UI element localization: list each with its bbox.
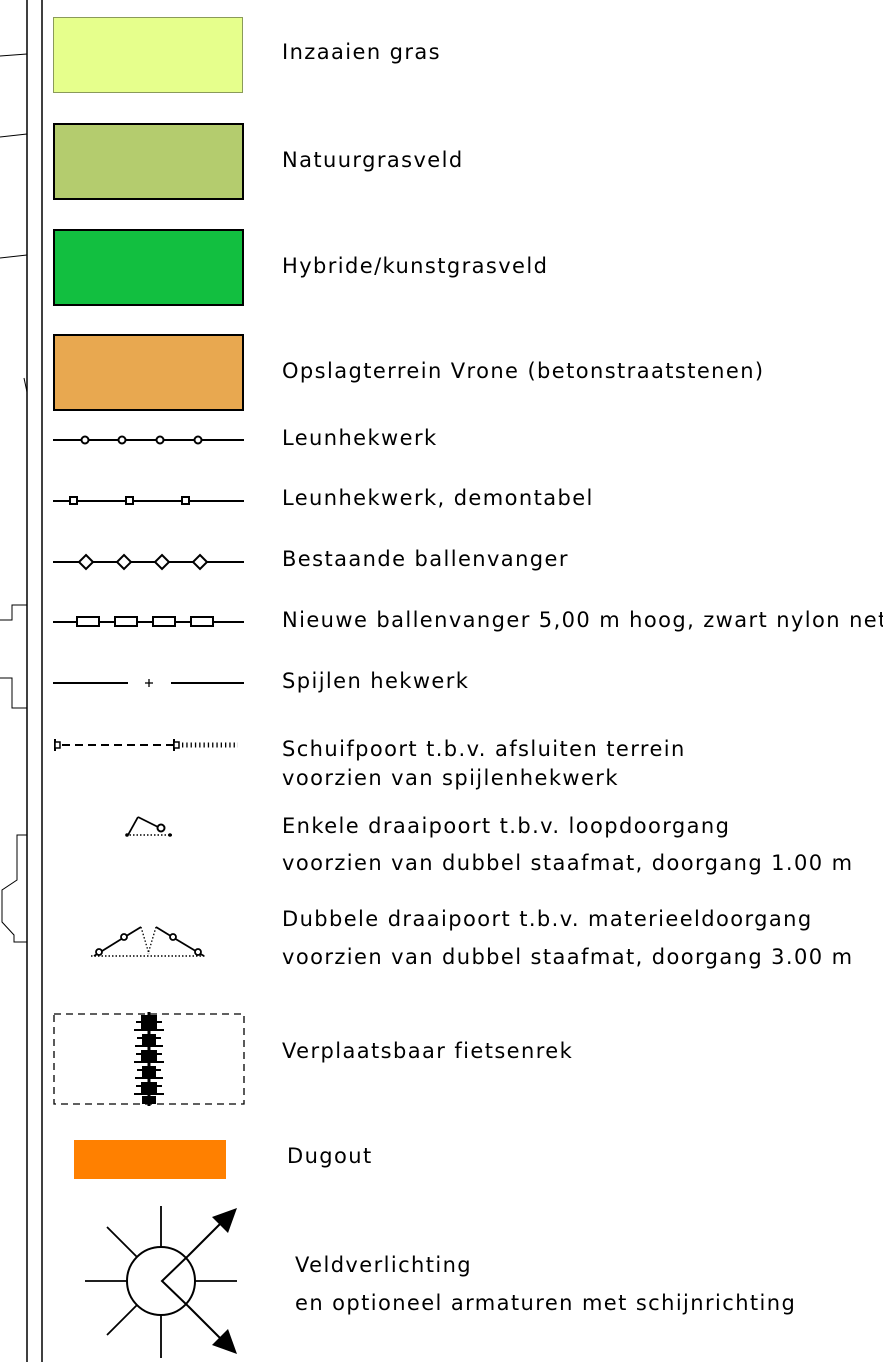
site-plan-fragment: [0, 53, 28, 943]
label-veldverlichting-line1: Veldverlichting: [295, 1253, 473, 1277]
label-leunhekwerk-demontabel: Leunhekwerk, demontabel: [282, 486, 594, 510]
schuifpoort-symbol: [54, 739, 238, 751]
label-inzaaien-gras: Inzaaien gras: [282, 40, 441, 64]
label-schuifpoort-line1: Schuifpoort t.b.v. afsluiten terrein: [282, 737, 686, 761]
label-enkele-draaipoort-line2: voorzien van dubbel staafmat, doorgang 1…: [282, 851, 854, 875]
label-natuurgrasveld: Natuurgrasveld: [282, 148, 464, 172]
swatch-natuurgrasveld: [53, 123, 244, 200]
label-dubbele-draaipoort-line2: voorzien van dubbel staafmat, doorgang 3…: [282, 945, 854, 969]
label-hybride-kunstgrasveld: Hybride/kunstgrasveld: [282, 254, 549, 278]
label-spijlen-hekwerk: Spijlen hekwerk: [282, 669, 470, 693]
label-dubbele-draaipoort-line1: Dubbele draaipoort t.b.v. materieeldoorg…: [282, 907, 813, 931]
label-veldverlichting-line2: en optioneel armaturen met schijnrichtin…: [295, 1291, 797, 1315]
label-dugout: Dugout: [287, 1144, 373, 1168]
label-nieuwe-ballenvanger: Nieuwe ballenvanger 5,00 m hoog, zwart n…: [282, 608, 883, 632]
swatch-dugout: [74, 1140, 226, 1179]
swatch-inzaaien-gras: [53, 17, 243, 93]
label-enkele-draaipoort-line1: Enkele draaipoort t.b.v. loopdoorgang: [282, 814, 731, 838]
dubbele-draaipoort-symbol: [91, 926, 206, 957]
spijlen-hekwerk-line-symbol: [53, 679, 244, 687]
veldverlichting-symbol: [85, 1206, 237, 1358]
label-leunhekwerk: Leunhekwerk: [282, 426, 438, 450]
label-opslagterrein: Opslagterrein Vrone (betonstraatstenen): [282, 359, 765, 383]
nieuwe-ballenvanger-line-symbol: [53, 616, 244, 627]
label-bestaande-ballenvanger: Bestaande ballenvanger: [282, 547, 569, 571]
swatch-opslagterrein: [53, 334, 244, 411]
bestaande-ballenvanger-line-symbol: [53, 553, 244, 571]
leunhekwerk-demontabel-line-symbol: [53, 496, 244, 505]
leunhekwerk-line-symbol: [53, 435, 244, 445]
enkele-draaipoort-symbol: [125, 816, 172, 837]
label-schuifpoort-line2: voorzien van spijlenhekwerk: [282, 766, 619, 790]
fietsenrek-symbol: [53, 1012, 245, 1106]
label-fietsenrek: Verplaatsbaar fietsenrek: [282, 1039, 574, 1063]
swatch-hybride-kunstgrasveld: [53, 229, 244, 306]
